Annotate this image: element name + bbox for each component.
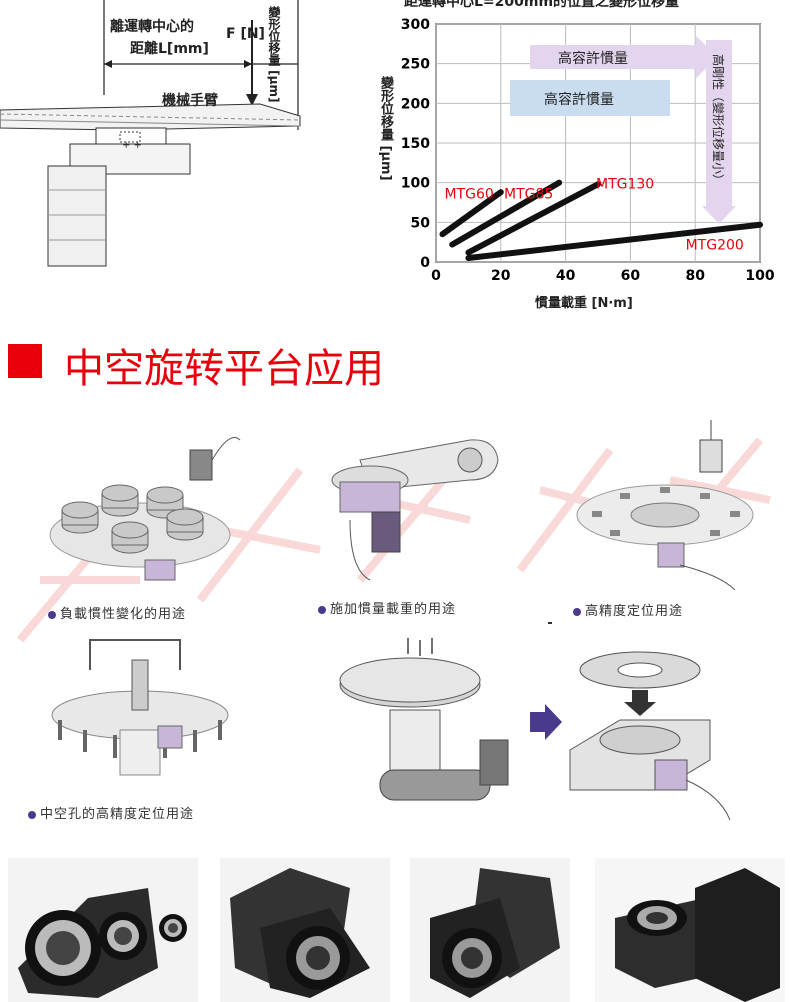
caption-inertia-load: 施加慣量載重的用途 [330,602,457,617]
illustration-inertia-load [331,439,499,581]
bullet-icon [573,607,581,616]
product-photo-4 [595,858,785,1002]
robot-arm-diagram: + + [0,0,301,267]
y-tick-label: 150 [401,136,430,152]
illustration-precision [576,420,754,590]
illustration-load-inertia [49,437,241,581]
high-rigidity-bar [706,40,732,210]
series-line-mtg130 [465,181,601,256]
product-photo-2 [220,858,390,1002]
robot-arm-label: 機械手臂 [162,93,218,109]
y-tick-label: 100 [401,176,430,192]
force-label: F [N] [226,26,265,42]
annotation-rigidity-text: 高剛性（變形位移量小） [711,54,726,186]
caption-load-inertia: 負載慣性變化的用途 [60,607,187,622]
y-tick-label: 0 [420,255,430,271]
x-tick-label: 100 [745,268,774,284]
svg-text:+ +: + + [122,140,142,151]
caption-hollow-precision: 中空孔的高精度定位用途 [40,807,195,822]
product-photo-3 [410,858,570,1002]
section-title: 中空旋转平台应用 [64,346,384,392]
caption-inertia-load-item: 施加慣量載重的用途 [318,598,456,617]
chart-x-axis-label: 慣量載重 [N·m] [535,296,633,311]
bullet-icon [318,605,326,614]
section-marker [8,344,42,378]
x-tick-label: 0 [431,268,441,284]
y-tick-label: 50 [411,215,431,231]
y-tick-label: 250 [401,57,430,73]
illustration-mounting [339,638,731,821]
high-capacity-box [510,80,670,116]
y-tick-label: 300 [401,17,430,33]
bullet-icon [28,810,36,819]
caption-precision-item: 高精度定位用途 [573,600,683,619]
high-capacity-arrow [530,36,718,78]
annotation-box-text: 高容許慣量 [544,91,614,108]
caption-hollow-precision-item: 中空孔的高精度定位用途 [28,803,194,822]
product-photo-1 [8,858,198,1002]
series-line-mtg60 [439,189,504,238]
bullet-icon [48,610,56,619]
series-line-mtg85 [449,179,563,248]
annotation-arrow-text: 高容許慣量 [558,50,628,67]
caption-precision: 高精度定位用途 [585,604,684,619]
x-tick-label: 20 [491,268,511,284]
illustration-hollow-precision [51,639,229,776]
chart-title: 距運轉中心L=200mm的位置之變形位移量 [404,0,680,10]
series-label-mtg130: MTG130 [596,176,654,192]
x-tick-label: 60 [621,268,641,284]
series-label-mtg60: MTG60 [444,187,493,203]
x-tick-label: 80 [685,268,705,284]
chart-y-axis-label: 變形位移量 [μm] [378,76,393,181]
displacement-label: 變形位移量 [μm] [267,6,281,103]
distance-label-line1: 離運轉中心的 [110,19,194,35]
x-tick-label: 40 [556,268,576,284]
series-label-mtg200: MTG200 [686,238,744,254]
series-line-mtg200 [465,221,763,262]
series-label-mtg85: MTG85 [504,187,553,203]
deflection-chart: 0 20 40 60 80 100 0 50 100 150 200 250 300 高容許慣量 高容… [401,17,775,284]
separator-mark [548,622,552,624]
y-tick-label: 200 [401,96,430,112]
distance-label-line2: 距離L[mm] [130,41,209,57]
caption-load-inertia-item: 負載慣性變化的用途 [48,603,186,622]
